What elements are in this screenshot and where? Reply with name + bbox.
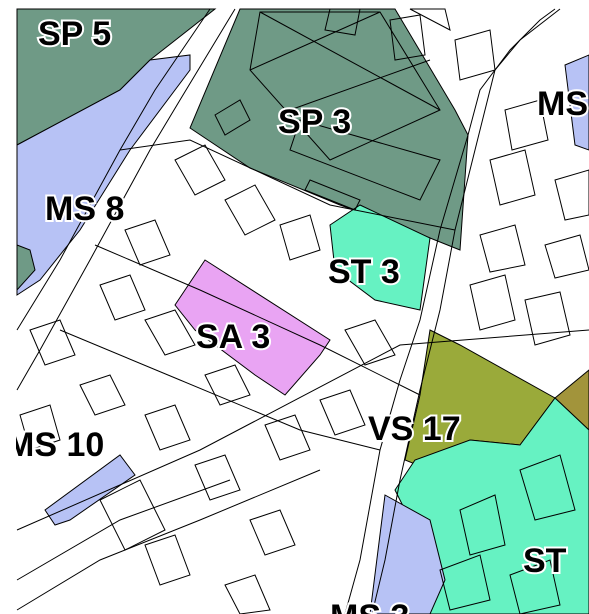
road-main-right-a	[344, 134, 469, 614]
road-curve-top-right-b	[467, 8, 556, 136]
zone-area-sa3[interactable]	[174, 259, 331, 396]
map-top-margin	[0, 0, 589, 8]
zone-area-ms-top	[564, 54, 589, 151]
road-cross-a	[119, 139, 456, 231]
zone-area-ms8[interactable]	[16, 54, 191, 296]
zone-label-ms-top: MS	[537, 85, 588, 123]
zone-label-sp5: SP 5	[38, 15, 111, 53]
road-curve-top-right	[494, 8, 561, 71]
zone-label-st3: ST 3	[328, 253, 400, 291]
zone-area-st3[interactable]	[329, 204, 431, 311]
zone-areas	[16, 8, 589, 614]
zone-label-ms8: MS 8	[45, 190, 124, 228]
zone-area-ms-bottom	[369, 494, 446, 614]
zone-labels: SP 5 SP 3 MS 8 MS ST 3 SA 3 VS 17 MS 10 …	[4, 13, 589, 614]
buildings	[19, 8, 589, 614]
zone-label-ms10: MS 10	[6, 426, 104, 464]
zone-label-sp3: SP 3	[278, 103, 351, 141]
road-bottom-left-b	[16, 479, 231, 581]
sports-field-markings	[214, 11, 441, 211]
zone-area-sp-sliver	[16, 244, 36, 292]
road-thin-diagonal	[16, 329, 589, 531]
zone-area-sp3[interactable]	[189, 8, 469, 251]
roads	[16, 8, 589, 614]
zone-label-sa3: SA 3	[196, 318, 270, 356]
zone-label-vs17: VS 17	[368, 410, 461, 448]
map-left-margin	[0, 0, 16, 614]
road-cross-c	[59, 329, 381, 451]
road-main-right-b	[371, 69, 496, 614]
zone-area-ms10[interactable]	[44, 454, 136, 526]
road-diagonal-left-b	[16, 8, 236, 391]
zone-label-ms-bottom: MS 3	[330, 598, 409, 614]
zone-label-st-br: ST	[523, 542, 567, 580]
road-bottom-left	[16, 469, 321, 611]
road-cross-b	[94, 244, 421, 396]
